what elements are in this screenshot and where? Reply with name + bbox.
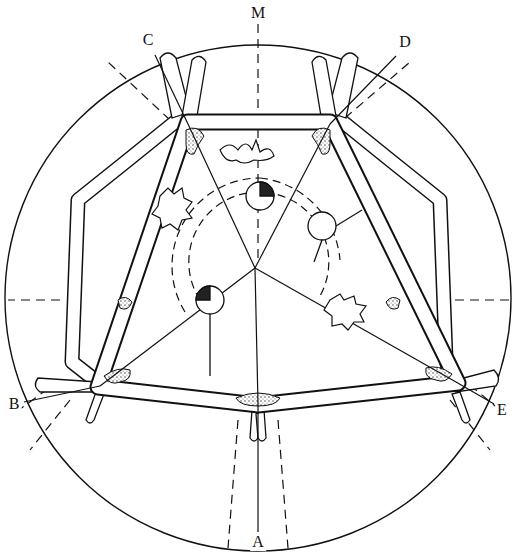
sector-lines	[8, 24, 509, 548]
inner-arcs	[172, 178, 340, 312]
rays	[24, 55, 494, 532]
small-spheres	[196, 182, 362, 376]
body-band	[98, 122, 458, 405]
sector-letter: E	[495, 401, 509, 419]
spines	[35, 53, 498, 441]
outer-circle	[5, 45, 511, 551]
sector-letter: B	[7, 395, 22, 413]
stippled-bodies	[104, 128, 452, 406]
sector-letter: M	[249, 4, 267, 22]
blobs	[152, 140, 366, 330]
sector-letter: D	[397, 33, 413, 51]
sector-letter: C	[141, 31, 156, 49]
sector-letter: A	[250, 533, 266, 551]
